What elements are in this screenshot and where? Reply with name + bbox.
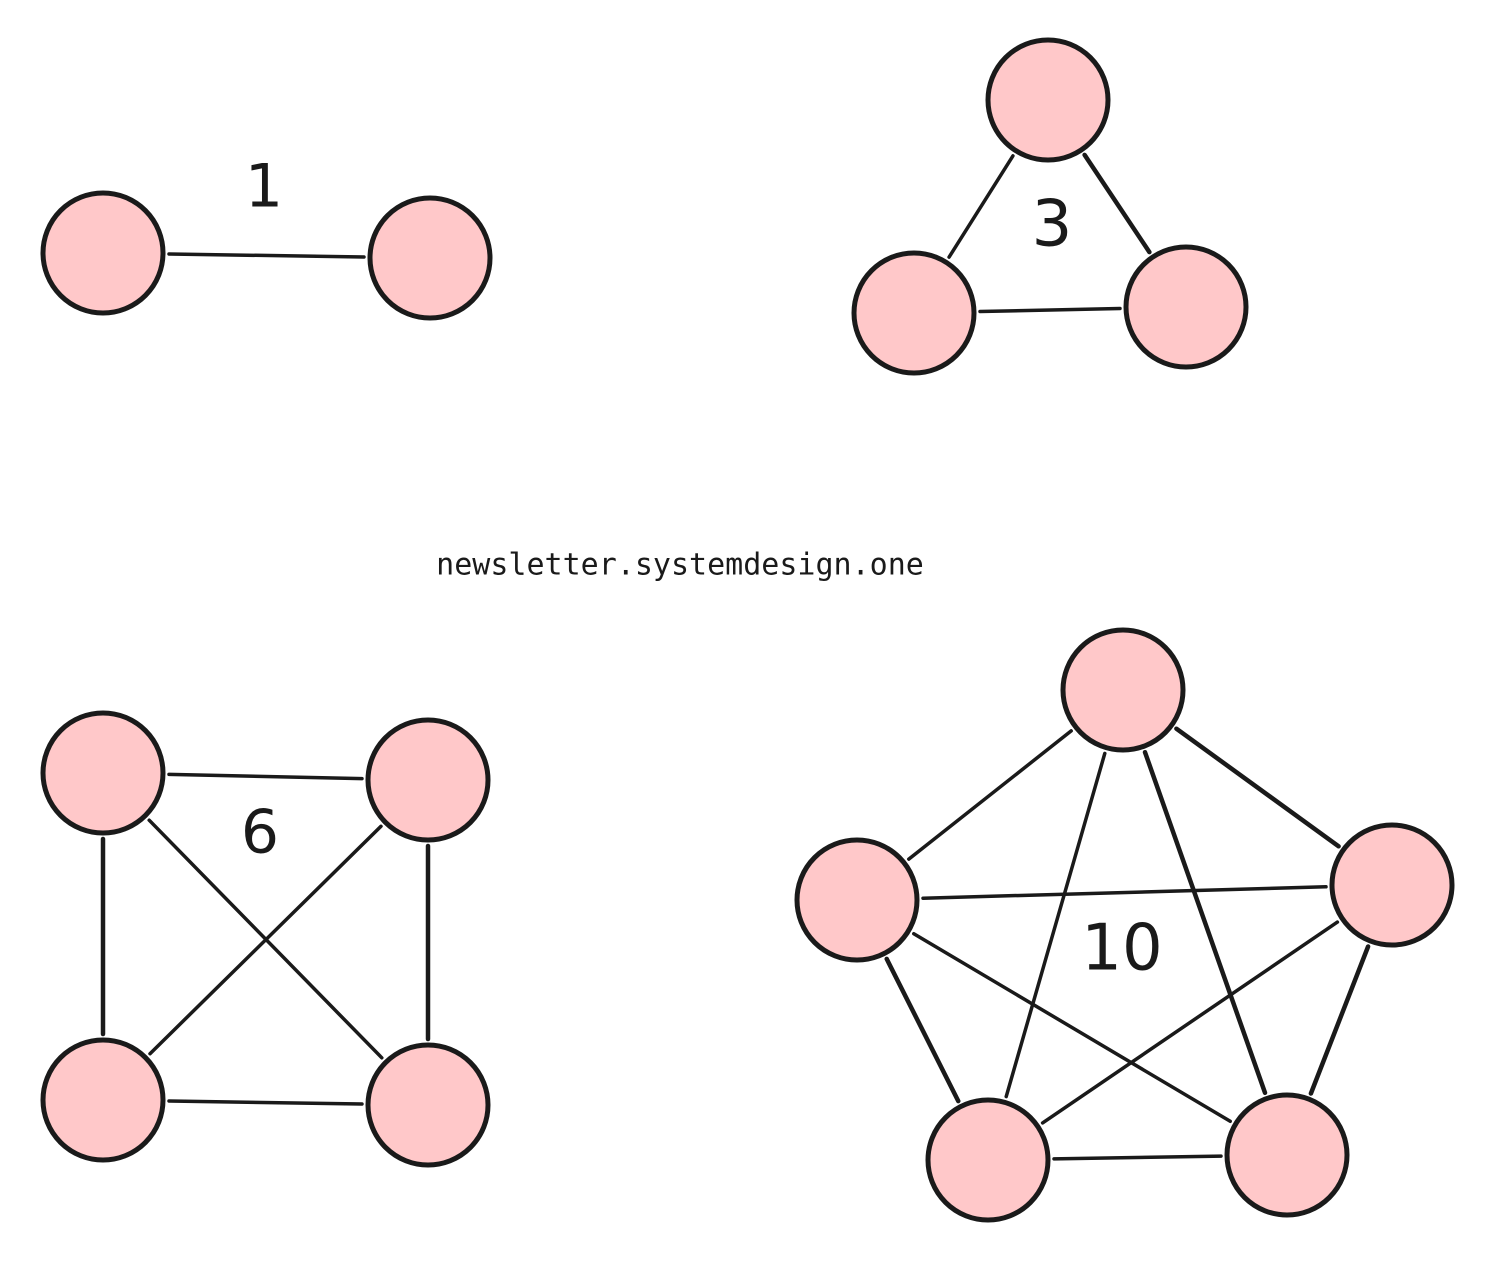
node-four-nodes-1	[365, 717, 491, 843]
node-five-nodes-1	[794, 837, 920, 963]
edge-three-nodes-0-2	[1082, 152, 1152, 255]
node-three-nodes-0	[985, 37, 1111, 163]
node-five-nodes-0	[1060, 627, 1186, 753]
edge-count-label-graph-3: 3	[1032, 188, 1073, 262]
edge-five-nodes-3-4	[1052, 1154, 1223, 1161]
edge-three-nodes-1-2	[978, 306, 1122, 314]
nodes-layer	[40, 37, 1455, 1223]
edge-count-label-graph-5: 10	[1081, 912, 1162, 986]
node-five-nodes-3	[925, 1097, 1051, 1223]
node-four-nodes-2	[40, 1037, 166, 1163]
edge-five-nodes-1-4	[912, 931, 1232, 1124]
edges-layer	[100, 152, 1371, 1161]
edge-four-nodes-0-1	[167, 772, 364, 781]
edge-four-nodes-1-2	[148, 824, 383, 1056]
node-five-nodes-4	[1224, 1092, 1350, 1218]
node-four-nodes-3	[365, 1042, 491, 1168]
node-four-nodes-0	[40, 710, 166, 836]
edge-five-nodes-2-4	[1308, 944, 1371, 1096]
node-three-nodes-1	[851, 250, 977, 376]
edge-four-nodes-2-3	[167, 1099, 364, 1106]
edge-two-nodes-0-1	[167, 252, 366, 259]
edge-count-label-graph-2: 1	[245, 152, 283, 222]
node-three-nodes-2	[1123, 244, 1249, 370]
edge-five-nodes-1-3	[884, 956, 961, 1104]
node-two-nodes-0	[40, 190, 166, 316]
edge-five-nodes-0-1	[907, 729, 1073, 861]
edge-five-nodes-0-2	[1174, 726, 1341, 849]
watermark-text: newsletter.systemdesign.one	[436, 548, 924, 583]
edge-five-nodes-0-3	[1004, 751, 1107, 1099]
edge-count-label-graph-4: 6	[241, 798, 279, 868]
edge-three-nodes-0-1	[947, 154, 1015, 259]
edge-five-nodes-2-3	[1040, 920, 1340, 1125]
node-five-nodes-2	[1329, 822, 1455, 948]
node-two-nodes-1	[367, 195, 493, 321]
edge-five-nodes-1-2	[921, 885, 1328, 900]
edge-five-nodes-0-4	[1142, 749, 1268, 1096]
labels-layer: 1 3 6 10 newsletter.systemdesign.one	[241, 152, 1163, 986]
